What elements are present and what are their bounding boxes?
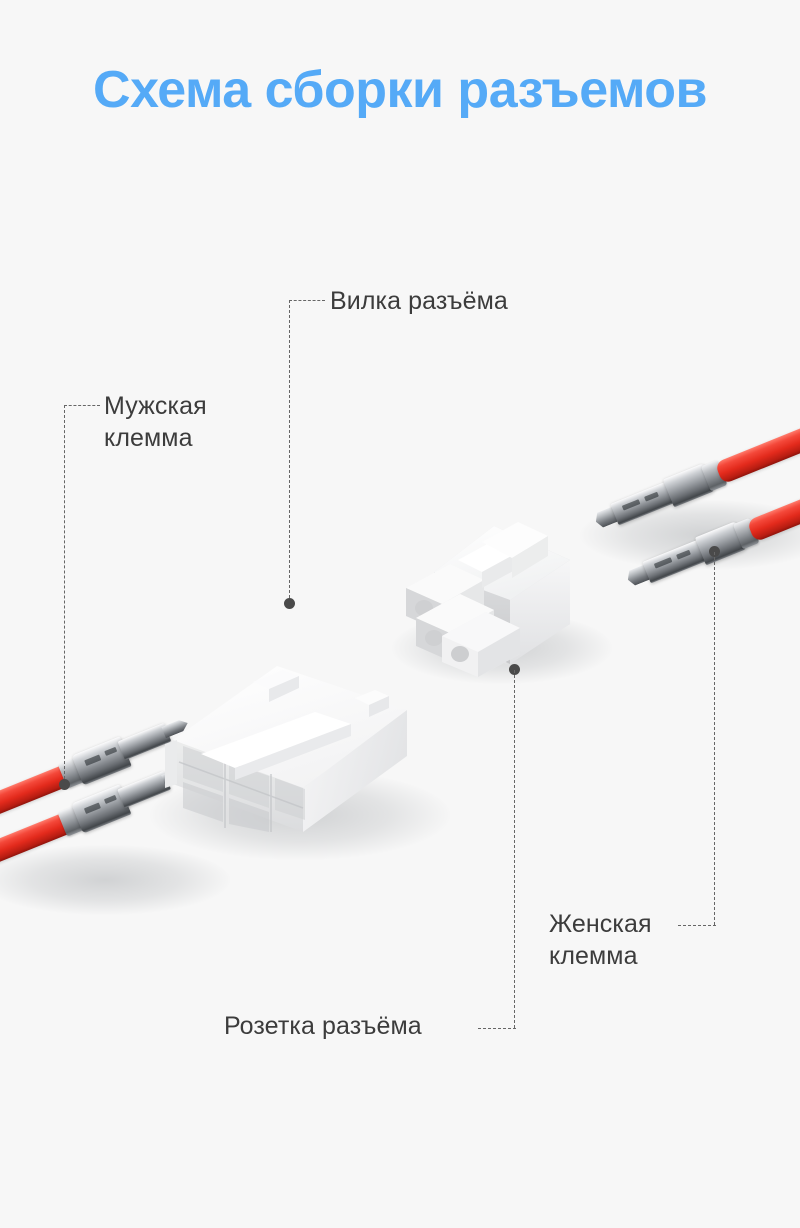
leader-socket-horizontal: [478, 1028, 516, 1029]
leader-plug-horizontal: [289, 300, 325, 301]
callout-label-plug: Вилка разъёма: [330, 287, 508, 315]
leader-socket-vertical: [514, 670, 515, 1028]
callout-label-socket: Розетка разъёма: [224, 1012, 422, 1040]
page-title: Схема сборки разъемов: [93, 61, 707, 119]
callout-label-female-terminal: Женская клемма: [549, 910, 652, 970]
female-socket-terminals: [590, 391, 800, 600]
leader-male-terminal-endpoint-dot: [59, 779, 70, 790]
leader-plug-endpoint-dot: [284, 598, 295, 609]
leader-female-terminal-vertical: [714, 552, 715, 925]
leader-male-terminal-horizontal: [64, 405, 100, 406]
leader-socket-endpoint-dot: [509, 664, 520, 675]
red-wire: [714, 391, 800, 485]
leader-female-terminal-horizontal: [678, 925, 716, 926]
plug-housing-graphic: [165, 666, 407, 832]
leader-female-terminal-endpoint-dot: [709, 546, 720, 557]
leader-plug-vertical: [289, 300, 290, 603]
female-connector-housing: [398, 512, 583, 677]
leader-male-terminal-vertical: [64, 405, 65, 784]
male-connector-housing: [165, 632, 415, 832]
socket-housing-graphic: [406, 522, 570, 677]
callout-label-male-terminal: Мужская клемма: [104, 392, 207, 452]
